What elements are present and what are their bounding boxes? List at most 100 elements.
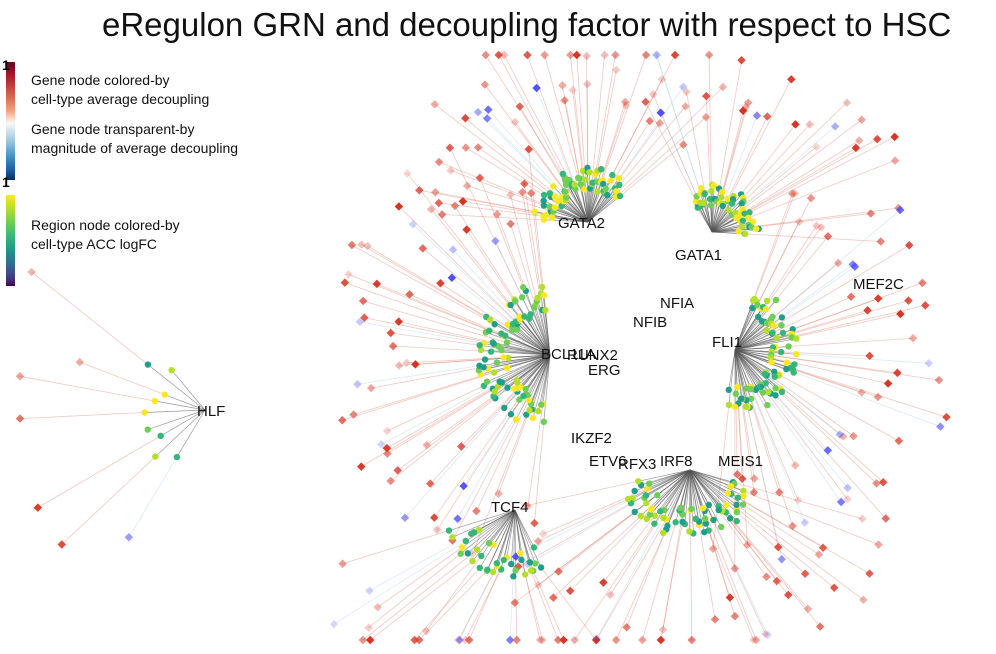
tf-region-edges [144, 167, 797, 577]
gene-node [377, 440, 386, 449]
region-gene-edge [553, 515, 642, 598]
region-node [487, 316, 494, 324]
gene-node [382, 426, 392, 436]
tf-region-edge [171, 369, 206, 411]
tf-region-edge [734, 349, 776, 389]
region-gene-edge [708, 54, 712, 192]
gene-node [492, 210, 502, 219]
tf-region-edge [689, 469, 735, 485]
region-node [738, 395, 745, 402]
region-gene-edge [765, 372, 854, 437]
tf-region-edge [528, 318, 551, 356]
legend-region-colored-label: Region node colored-by cell-type ACC log… [31, 217, 180, 252]
gene-node [535, 635, 545, 645]
region-gene-edge [524, 183, 542, 294]
tf-region-edge [487, 509, 516, 570]
region-gene-edge [791, 300, 909, 335]
region-gene-edge [740, 124, 796, 195]
tf-region-edge [711, 188, 720, 233]
tf-region-edge [144, 409, 206, 413]
gene-node [558, 81, 567, 90]
tf-region-edge [481, 509, 516, 557]
region-gene-edge [791, 313, 901, 338]
region-node [724, 490, 732, 497]
gene-node [365, 635, 375, 645]
gene-node [461, 635, 470, 645]
region-node [540, 418, 548, 426]
region-node [725, 386, 732, 394]
region-node [616, 181, 623, 189]
gene-node [505, 635, 515, 645]
gene-node [494, 50, 503, 60]
region-gene-edge [524, 574, 543, 641]
region-node [642, 492, 650, 499]
region-gene-edge [731, 126, 836, 216]
gene-node [803, 604, 813, 614]
region-node [732, 390, 740, 398]
region-gene-edge [771, 264, 854, 325]
region-node [702, 520, 710, 527]
region-node [624, 495, 632, 503]
region-node [468, 530, 475, 537]
region-node [790, 369, 797, 376]
gene-node [823, 446, 833, 455]
gene-node [725, 593, 735, 602]
tf-region-edge [493, 343, 551, 356]
region-node [778, 322, 785, 329]
tf-region-edge [734, 299, 777, 351]
region-gene-edge [510, 194, 538, 302]
tf-region-edge [587, 183, 604, 223]
tf-region-edge [515, 301, 551, 356]
tf-region-edge [525, 354, 551, 390]
gene-node [521, 501, 531, 511]
tf-region-edge [689, 469, 696, 519]
region-node [660, 514, 667, 522]
region-gene-edge [528, 149, 546, 311]
region-gene-edge [459, 571, 494, 641]
tf-region-edge [514, 509, 536, 564]
region-gene-edge [433, 388, 527, 518]
gene-node [554, 567, 563, 576]
region-gene-edge [348, 273, 490, 332]
gene-node [458, 197, 468, 206]
tf-region-edge [537, 298, 551, 356]
region-node [710, 516, 717, 524]
region-gene-edge [457, 394, 528, 519]
region-gene-edge [775, 387, 877, 484]
tf-region-edge [563, 200, 589, 223]
gene-node [592, 634, 601, 643]
region-gene-edge [353, 367, 508, 416]
region-node [731, 403, 739, 410]
region-gene-edge [479, 177, 524, 288]
region-node [503, 364, 511, 372]
tf-region-edge [540, 293, 551, 356]
region-node [778, 388, 786, 396]
region-gene-edge [537, 511, 635, 586]
region-gene-edge [656, 54, 702, 194]
gene-node [857, 115, 866, 124]
region-gene-edge [595, 54, 616, 175]
gene-node [533, 580, 543, 590]
region-node [581, 186, 588, 193]
region-gene-edge [751, 213, 871, 228]
gene-node [749, 635, 758, 645]
gene-node [835, 430, 845, 439]
tf-region-edge [519, 316, 551, 356]
tf-region-edge [711, 198, 716, 233]
gene-node [360, 313, 369, 322]
region-gene-edge [398, 321, 493, 343]
region-node [518, 294, 526, 301]
region-node [783, 359, 790, 366]
region-gene-edge [398, 206, 517, 322]
region-gene-edge [397, 379, 517, 471]
region-gene-edge [602, 54, 647, 181]
region-gene-edge [736, 511, 806, 575]
region-gene-edge [733, 481, 863, 520]
tf-region-edge [461, 509, 516, 548]
tf-region-edge [510, 509, 516, 565]
tf-region-edge [515, 321, 551, 356]
gene-node [568, 85, 577, 95]
region-node [464, 550, 472, 557]
region-node [496, 378, 503, 385]
